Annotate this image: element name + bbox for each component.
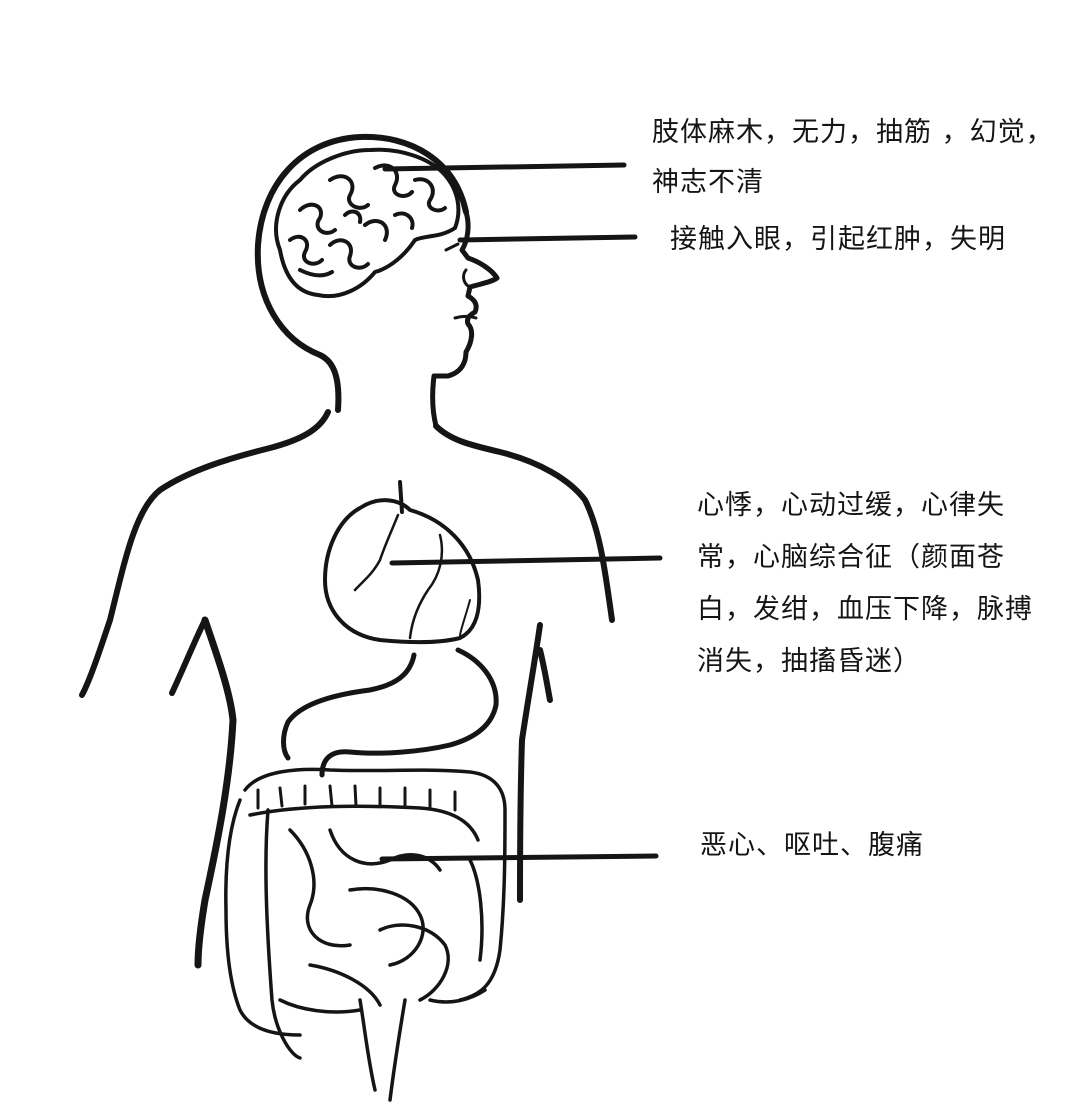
eye-pointer-line bbox=[457, 234, 638, 243]
intestine-symptoms-label: 恶心、呕吐、腹痛 bbox=[700, 830, 924, 861]
head-outline bbox=[254, 133, 500, 429]
stomach-illustration bbox=[281, 647, 499, 778]
heart-illustration bbox=[323, 480, 482, 645]
intestine-pointer-line bbox=[379, 853, 659, 862]
intestines-illustration bbox=[224, 767, 507, 1102]
eye-symptoms-label: 接触入眼，引起红肿，失明 bbox=[670, 224, 1006, 255]
brain-symptoms-label: 肢体麻木，无力，抽筋 ，幻觉， 神志不清 bbox=[652, 117, 1054, 198]
torso-outline bbox=[79, 409, 615, 969]
heart-pointer-line bbox=[389, 555, 663, 566]
heart-symptoms-label: 心悸，心动过缓，心律失 常，心脑综合征（颜面苍 白，发绀，血压下降，脉搏 消失，… bbox=[697, 490, 1033, 677]
pointer-lines bbox=[379, 162, 663, 862]
brain-illustration bbox=[274, 147, 461, 299]
brain-pointer-line bbox=[382, 162, 627, 172]
